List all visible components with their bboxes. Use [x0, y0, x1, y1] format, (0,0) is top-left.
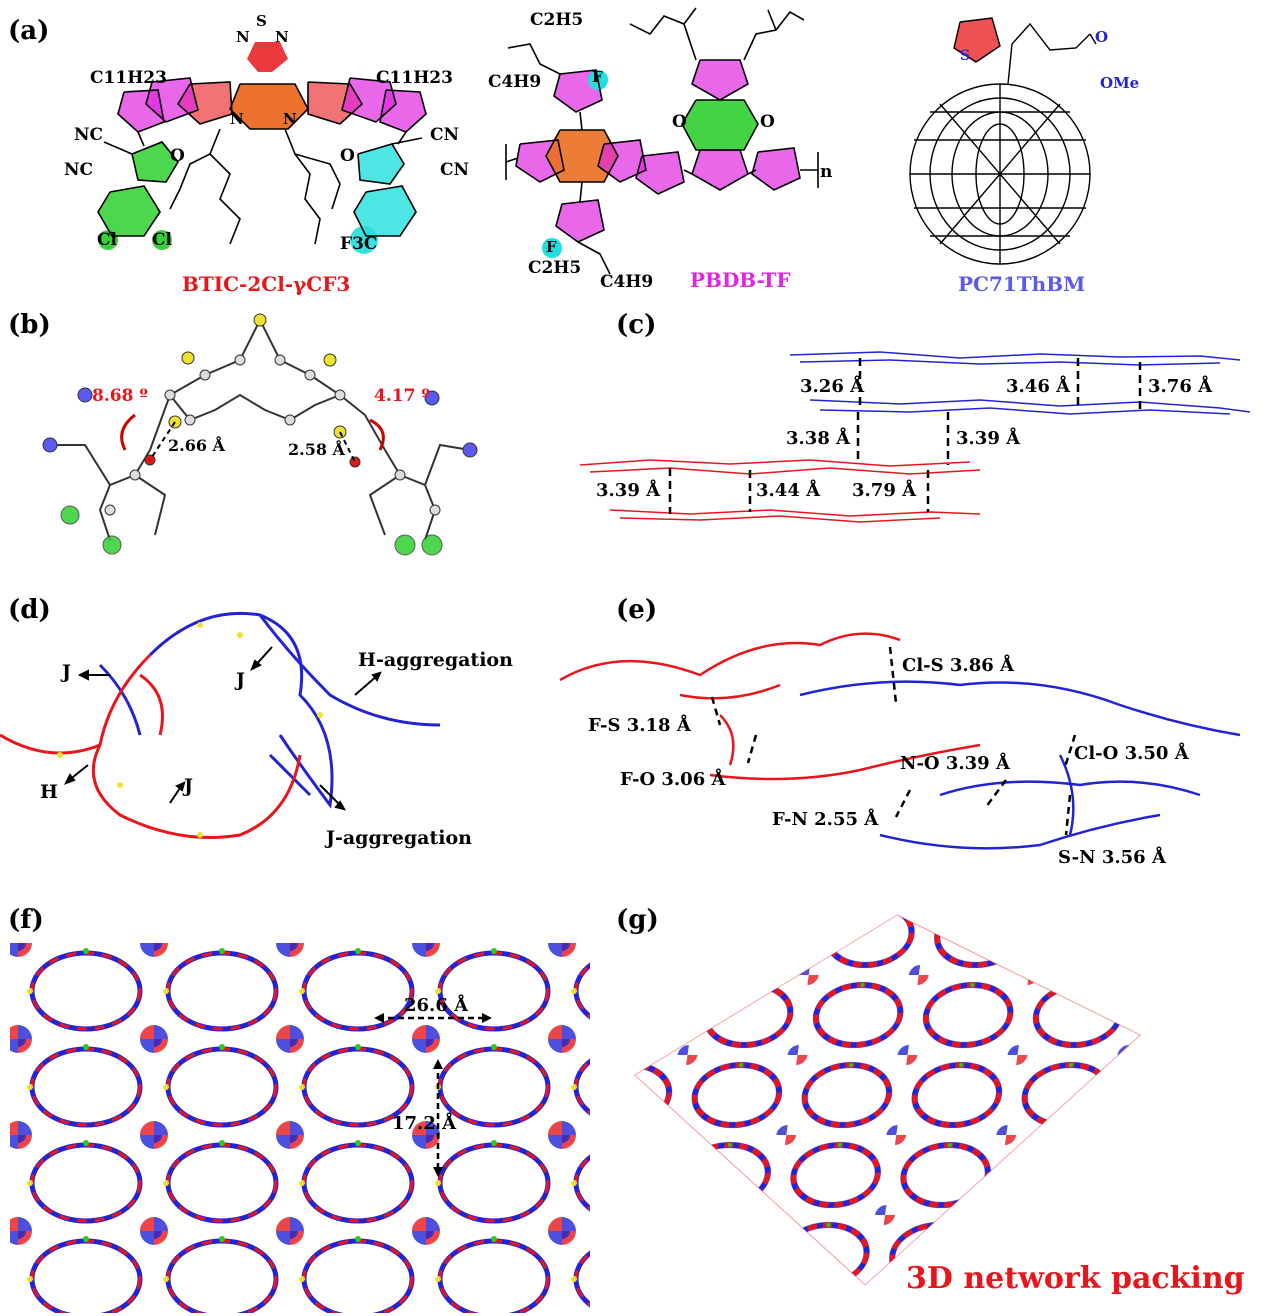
interaction-diagram [559, 632, 1241, 850]
label-n-core-left: N [236, 28, 250, 46]
3d-packing-diagram [633, 914, 1142, 1286]
label-n-left: N [230, 110, 244, 128]
label-c2h5-top: C2H5 [530, 10, 584, 30]
h-label: H [40, 781, 58, 803]
label-s-top: S [256, 12, 267, 30]
panel-label-f: (f) [8, 905, 44, 935]
label-cl-left: Cl [97, 230, 117, 250]
stack-distance-5: 3.39 Å [956, 428, 1021, 449]
panel-e: (e) Cl-S 3.86 Å F-S 3.18 Å Cl-O 3.50 Å N… [559, 585, 1270, 890]
label-n-subscript: n [820, 162, 833, 182]
panel-label-d: (d) [8, 595, 51, 625]
so-distance-right: 2.58 Å [288, 440, 345, 459]
j-label-3: J [184, 775, 193, 797]
label-o-ester: O [1095, 28, 1109, 46]
stack-distance-8: 3.79 Å [852, 480, 917, 501]
label-f-bot: F [546, 238, 557, 256]
cl-o-contact: Cl-O 3.50 Å [1074, 743, 1189, 764]
3d-network-caption: 3D network packing [906, 1261, 1245, 1296]
ortep-structure [42, 313, 478, 556]
compound-name-btic: BTIC-2Cl-γCF3 [182, 272, 351, 296]
compound-name-pbdb: PBDB-TF [690, 268, 791, 292]
j-label-1: J [62, 661, 71, 683]
stack-distance-1: 3.26 Å [800, 376, 865, 397]
pbdb-tf-structure [505, 7, 819, 275]
label-ome: OMe [1100, 74, 1140, 92]
panel-label-e: (e) [616, 595, 658, 625]
label-cn-top: CN [430, 125, 460, 145]
label-o-pbdb-right: O [760, 112, 775, 132]
stack-distance-6: 3.39 Å [596, 480, 661, 501]
dihedral-angle-right: 4.17 º [374, 386, 430, 406]
stack-distance-3: 3.76 Å [1148, 376, 1213, 397]
label-cl-right: Cl [152, 230, 172, 250]
panel-label-g: (g) [616, 905, 659, 935]
label-nc-top: NC [74, 125, 104, 145]
j-aggregation-label: J-aggregation [326, 827, 472, 849]
label-f3c: F3C [340, 234, 378, 254]
h-aggregation-label: H-aggregation [358, 649, 513, 671]
label-o-pbdb-left: O [672, 112, 687, 132]
pi-stacking-diagram [579, 351, 1251, 523]
label-o-left: O [170, 146, 185, 166]
label-s-thiophene: S [960, 48, 971, 64]
f-o-contact: F-O 3.06 Å [620, 769, 726, 790]
label-n-core-right: N [275, 28, 289, 46]
so-distance-left: 2.66 Å [168, 436, 225, 455]
horizontal-pore-size: 26.6 Å [404, 995, 469, 1016]
panel-label-a: (a) [8, 16, 50, 46]
label-nc-bottom: NC [64, 160, 94, 180]
j-label-2: J [236, 669, 245, 691]
panel-f: (f) 26.6 Å 17.2 Å [0, 895, 600, 1316]
panel-b: (b) [0, 300, 560, 570]
stack-distance-7: 3.44 Å [756, 480, 821, 501]
panel-d: (d) [0, 585, 560, 890]
s-n-contact: S-N 3.56 Å [1058, 847, 1166, 868]
n-o-contact: N-O 3.39 Å [900, 753, 1010, 774]
stack-distance-2: 3.46 Å [1006, 376, 1071, 397]
label-n-right: N [283, 110, 297, 128]
label-c11h23-right: C11H23 [376, 68, 453, 88]
label-c4h9-bot: C4H9 [600, 272, 654, 292]
label-c11h23-left: C11H23 [90, 68, 167, 88]
label-c2h5-bot: C2H5 [528, 258, 582, 278]
aggregation-diagram [0, 611, 441, 839]
pc71thbm-structure [909, 17, 1097, 265]
panel-c: (c) 3.26 Å 3.46 Å 3.76 Å 3.38 Å 3.39 Å 3 [560, 300, 1270, 570]
vertical-pore-size: 17.2 Å [392, 1113, 457, 1134]
compound-name-pc71: PC71ThBM [958, 272, 1086, 296]
label-cn-bottom: CN [440, 160, 470, 180]
label-o-right: O [340, 146, 355, 166]
panel-label-b: (b) [8, 310, 51, 340]
stack-distance-4: 3.38 Å [786, 428, 851, 449]
f-s-contact: F-S 3.18 Å [588, 715, 691, 736]
dihedral-angle-left: 8.68 º [92, 386, 148, 406]
f-n-contact: F-N 2.55 Å [772, 809, 879, 830]
panel-g: (g) 3D network packing [600, 895, 1270, 1316]
label-c4h9-top: C4H9 [488, 72, 542, 92]
panel-a: (a) [0, 0, 1270, 300]
btic-structure [97, 42, 427, 254]
label-f-top: F [592, 68, 603, 86]
cl-s-contact: Cl-S 3.86 Å [902, 655, 1014, 676]
grid-network-diagram [10, 943, 590, 1313]
panel-label-c: (c) [616, 310, 657, 340]
